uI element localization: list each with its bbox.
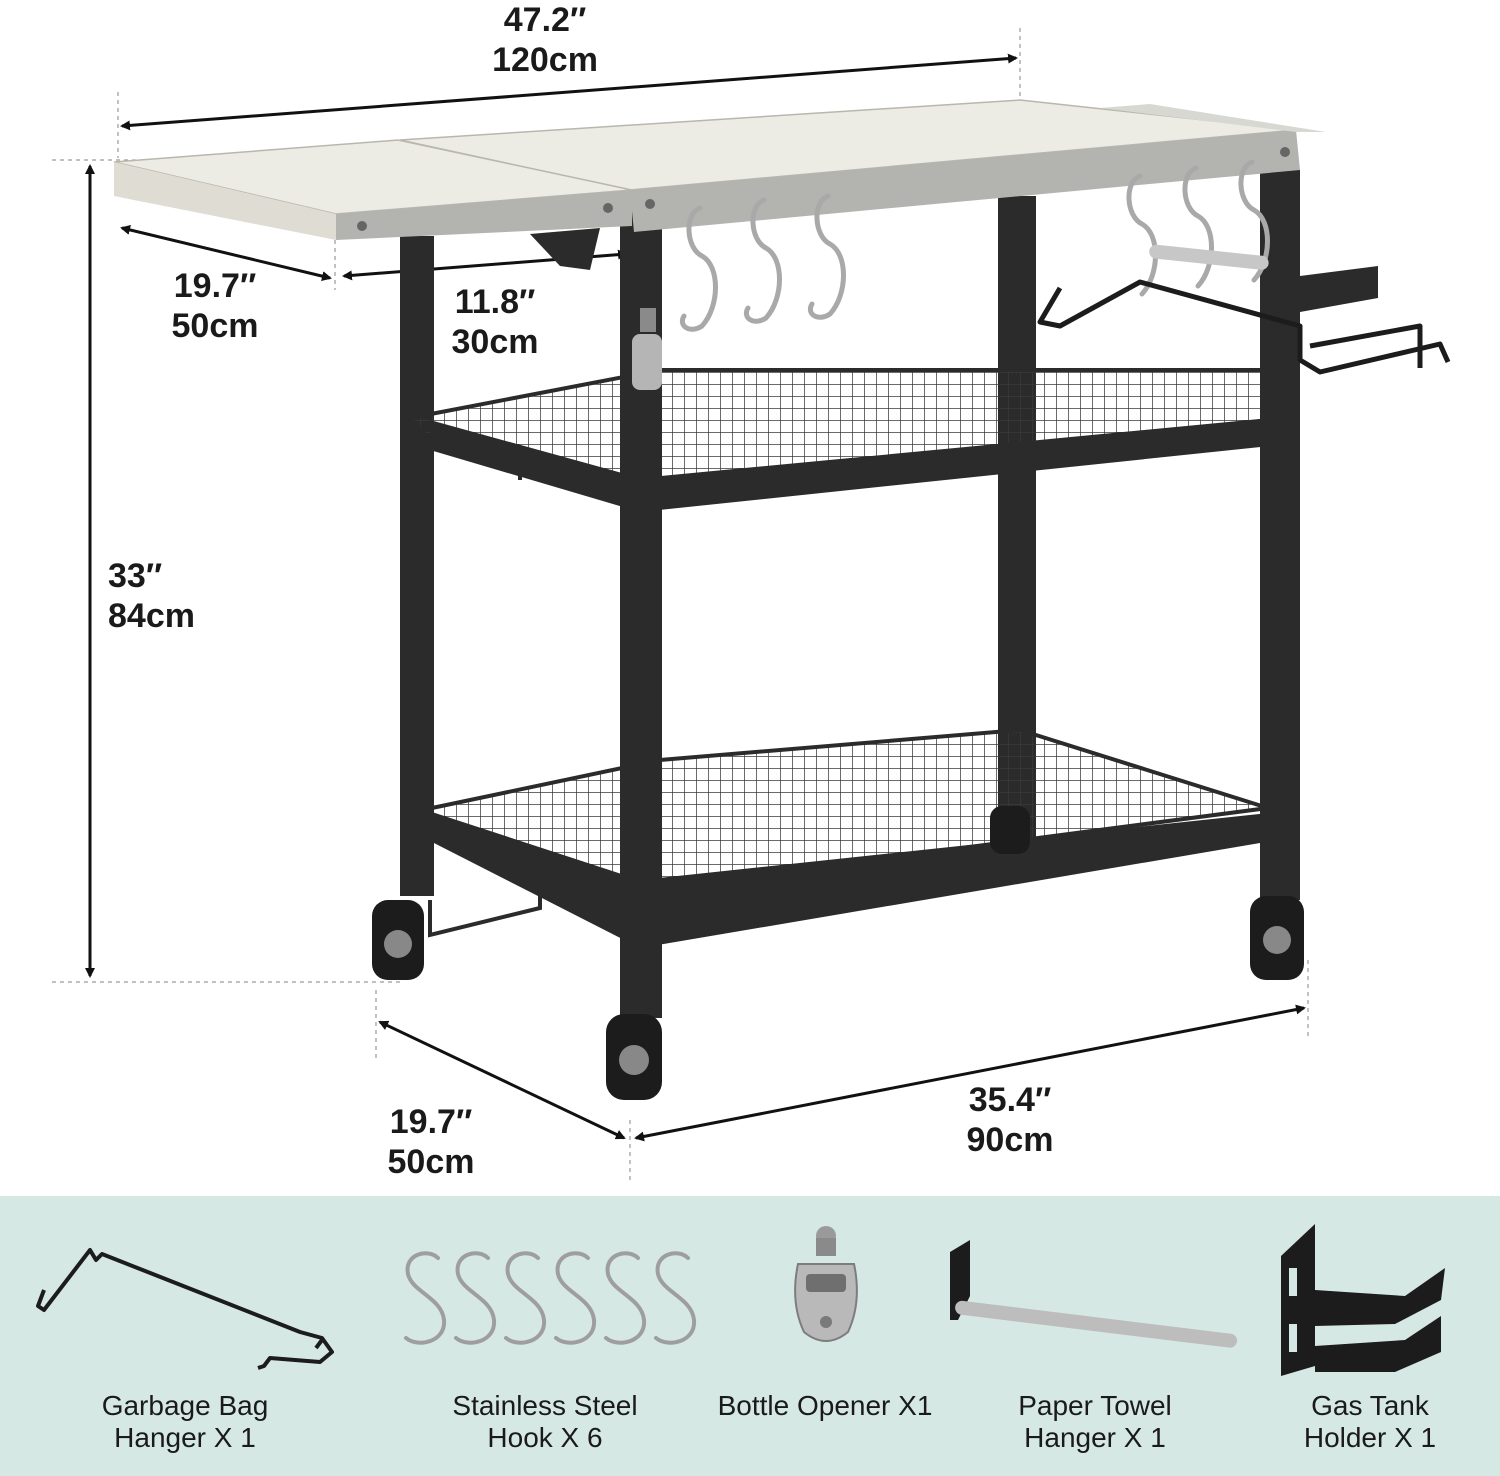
arrow-body-width (634, 1004, 1306, 1142)
height-label: 33″ 84cm (108, 557, 195, 635)
gas-tank-holder-icon (1281, 1224, 1445, 1376)
accessory-paper-towel-hanger: Paper Towel Hanger X 1 (940, 1196, 1250, 1476)
garbage-bag-hanger (1037, 279, 1451, 375)
overall-width-label: 47.2″ 120cm (492, 1, 598, 79)
paper-towel-hanger-icon (950, 1240, 1238, 1348)
paper-towel-bar (1149, 244, 1269, 270)
accessory-gas-tank-holder: Gas Tank Holder X 1 (1245, 1196, 1495, 1476)
product-dimension-diagram: 47.2″ 120cm 19.7″ 50cm 11.8″ 30cm 33″ 84… (52, 1, 1451, 1181)
s-hooks (680, 159, 1270, 332)
accessory-bottle-opener: Bottle Opener X1 (700, 1196, 950, 1476)
depth-label: 19.7″ 50cm (387, 1103, 475, 1181)
garbage-bag-hanger-icon (36, 1248, 334, 1370)
bottom-shelf (430, 727, 1278, 948)
s-hook-icon (404, 1251, 697, 1345)
accessory-stainless-steel-hook: Stainless Steel Hook X 6 (380, 1196, 710, 1476)
gap-label: 11.8″ 30cm (451, 283, 539, 361)
dimension-arrows (85, 53, 1306, 1142)
arrow-side-shelf (120, 225, 332, 281)
accessories-band: Garbage Bag Hanger X 1 Stainless Steel H… (0, 1196, 1500, 1476)
casters (372, 806, 1304, 1100)
bottle-opener-icon (794, 1226, 858, 1342)
gas-tank-bracket (1300, 266, 1378, 312)
cart-illustration (52, 28, 1451, 1180)
accessory-garbage-bag-hanger: Garbage Bag Hanger X 1 (20, 1196, 350, 1476)
middle-shelf (406, 368, 1283, 512)
arrow-overall-width (120, 53, 1018, 131)
folding-side-shelf (113, 139, 633, 270)
body-width-label: 35.4″ 90cm (966, 1081, 1054, 1159)
fold-brackets (428, 434, 542, 938)
bottle-opener (632, 308, 662, 390)
side-shelf-label: 19.7″ 50cm (171, 267, 259, 345)
arrow-depth (378, 1020, 626, 1140)
